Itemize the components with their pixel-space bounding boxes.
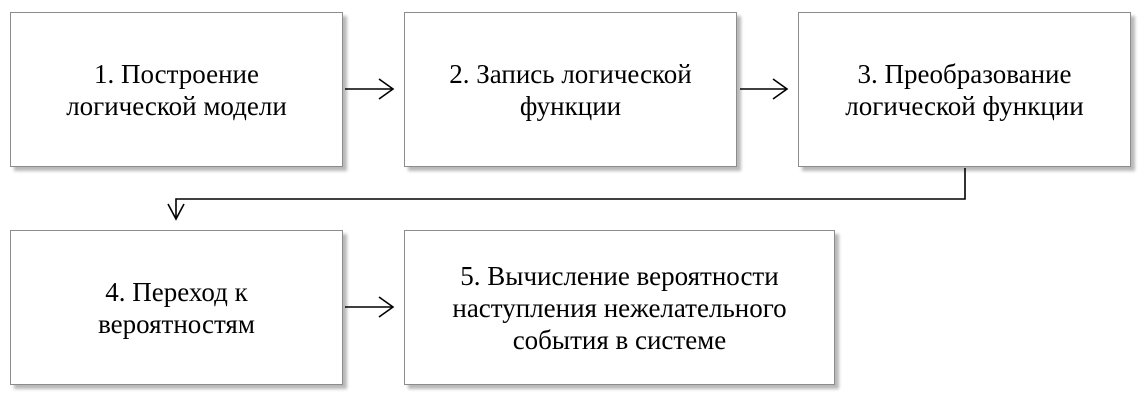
step-2-box: 2. Запись логической функции (404, 12, 737, 167)
arrow-step-2-to-3 (740, 78, 789, 100)
step-5-box: 5. Вычисление вероятности наступления не… (404, 230, 835, 385)
step-3-label: 3. Преобразование логической функции (845, 58, 1084, 121)
step-1-box: 1. Построение логической модели (10, 12, 343, 167)
step-2-label: 2. Запись логической функции (449, 58, 692, 121)
step-4-box: 4. Переход к вероятностям (10, 230, 343, 385)
arrow-step-4-to-5 (345, 296, 395, 318)
arrow-step-3-to-4 (167, 168, 966, 221)
step-1-label: 1. Построение логической модели (66, 58, 287, 121)
arrow-step-1-to-2 (345, 78, 395, 100)
step-3-box: 3. Преобразование логической функции (798, 12, 1131, 167)
step-4-label: 4. Переход к вероятностям (98, 276, 255, 339)
step-5-label: 5. Вычисление вероятности наступления не… (452, 260, 787, 355)
